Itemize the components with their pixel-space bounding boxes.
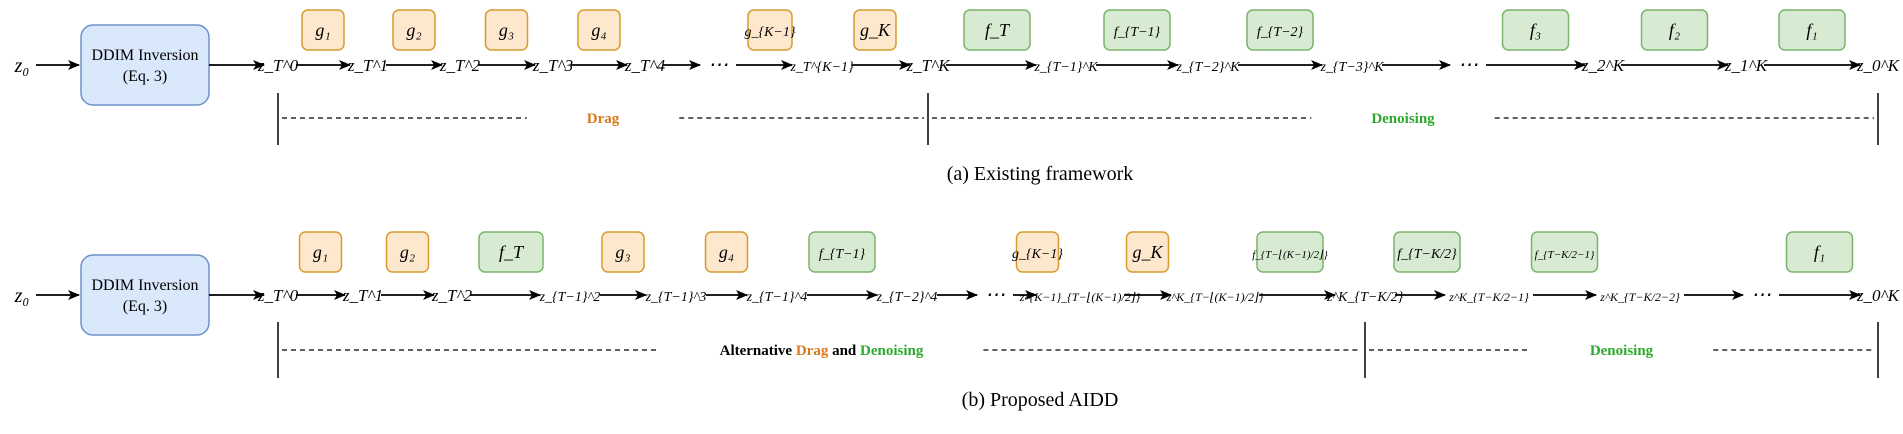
panel-a-denoise-op-label: f₂ — [1669, 20, 1680, 40]
panel-b-latent-node: z_T^1 — [342, 286, 383, 305]
panel-b-drag-op-box — [1015, 231, 1060, 273]
panel-b-latent-node: z^K_{T−⌊(K−1)/2⌋} — [1166, 290, 1264, 304]
panel-b-latent-node: z^K_{T−K/2} — [1326, 290, 1404, 305]
panel-a-denoise-op-label: f_T — [985, 20, 1011, 40]
panel-a-drag-op-label: g_{K−1} — [745, 25, 796, 40]
panel-b-drag-op-box — [298, 231, 343, 273]
panel-b-ddim-eq-ref: (Eq. 3) — [123, 298, 167, 315]
panel-b-segment-label: Denoising — [1590, 343, 1654, 359]
panel-a-drag-op-box — [853, 9, 897, 51]
panel-a-latent-node: z_{T−3}^K — [1319, 60, 1384, 75]
panel-b-drag-op-label: g₂ — [400, 242, 415, 262]
panel-b-denoise-op-label: f_{T−K/2−1} — [1535, 249, 1595, 261]
panel-a-latent-node: z_{T−1}^K — [1033, 60, 1098, 75]
panel-b-denoise-op-box — [1256, 231, 1324, 273]
panel-a-denoise-op-label: f_{T−2} — [1257, 25, 1304, 40]
panel-a-drag-op-box — [392, 9, 436, 51]
panel-b-caption: (b) Proposed AIDD — [962, 389, 1119, 411]
panel-a-ellipsis-node: ⋯ — [708, 54, 728, 76]
panel-b-denoise-op-box — [808, 231, 876, 273]
panel-b-latent-node: z^K_{T−K/2−1} — [1448, 290, 1529, 304]
panel-b-denoise-op-box — [1530, 231, 1599, 273]
panel-b-ddim-title: DDIM Inversion — [91, 277, 198, 294]
panel-existing-framework: z₀ DDIM Inversion (Eq. 3) z_T^0 z_T^1 z_T^2 z_… — [14, 9, 1901, 185]
panel-b-drag-op-box — [601, 231, 645, 273]
panel-a-segment-label: Drag — [587, 111, 620, 127]
panel-b-latent-node: z_T^2 — [431, 286, 473, 305]
panel-b-ellipsis-node: ⋯ — [1751, 284, 1771, 306]
panel-b-drag-op-label: g_{K−1} — [1012, 247, 1063, 262]
panel-b-drag-op-box — [704, 231, 749, 273]
panel-b-latent-node: z_{T−2}^4 — [876, 290, 938, 305]
panel-b-latent-node: z^K_{T−K/2−2} — [1599, 290, 1680, 304]
panel-b-denoise-op-label: f_T — [499, 242, 525, 262]
panel-a-denoise-op-label: f₃ — [1530, 20, 1541, 40]
panel-b-drag-op-label: g_K — [1132, 242, 1163, 262]
panel-a-latent-node: z_0^K — [1856, 56, 1901, 75]
panel-a-latent-node: z_T^{K−1} — [789, 60, 854, 75]
panel-a-latent-node: z_T^3 — [532, 56, 573, 75]
panel-b-drag-op-label: g₃ — [615, 242, 630, 262]
panel-b-ellipsis-node: ⋯ — [985, 284, 1005, 306]
panel-a-drag-op-box — [747, 9, 793, 51]
panel-a-drag-op-label: g_K — [860, 20, 891, 40]
panel-b-denoise-op-box — [1393, 231, 1461, 273]
panel-b-latent-node: z_T^0 — [257, 286, 299, 305]
panel-a-drag-op-box — [484, 9, 529, 51]
panel-b-denoise-op-label: f_{T−1} — [819, 247, 866, 262]
panel-a-denoise-op-box — [1640, 9, 1709, 51]
panel-a-latent-node: z_T^0 — [257, 56, 299, 75]
panel-b-latent-node: z_{T−1}^4 — [746, 290, 808, 305]
panel-b-input-label: z₀ — [14, 285, 30, 307]
panel-b-latent-node: z_{T−1}^3 — [645, 290, 707, 305]
panel-b-denoise-op-label: f₁ — [1814, 242, 1825, 262]
panel-a-drag-op-label: g₃ — [499, 20, 514, 40]
panel-a-ddim-title: DDIM Inversion — [91, 47, 198, 64]
panel-a-latent-node: z_T^2 — [439, 56, 481, 75]
panel-a-caption: (a) Existing framework — [947, 163, 1134, 185]
panel-b-ddim-inversion-box — [80, 254, 210, 336]
panel-b-drag-op-box — [385, 231, 430, 273]
panel-b-segment-label: Alternative Drag and Denoising — [720, 343, 924, 359]
panel-a-denoise-op-box — [1501, 9, 1570, 51]
panel-a-denoise-op-label: f₁ — [1806, 20, 1817, 40]
panel-a-latent-node: z_T^4 — [624, 56, 666, 75]
panel-a-drag-op-label: g₁ — [315, 20, 330, 40]
panel-a-latent-node: z_T^1 — [347, 56, 388, 75]
panel-a-drag-op-label: g₄ — [591, 20, 606, 40]
panel-a-ddim-inversion-box — [80, 24, 210, 106]
panel-b-denoise-op-label: f_{T−K/2} — [1397, 247, 1457, 262]
panel-a-drag-op-box — [577, 9, 621, 51]
panel-b-denoise-op-box — [1785, 231, 1854, 273]
panel-a-latent-node: z_T^K — [905, 56, 951, 75]
panel-b-denoise-op-label: f_{T−⌊(K−1)/2⌋} — [1252, 249, 1328, 261]
panel-a-latent-node: z_1^K — [1724, 56, 1769, 75]
panel-proposed-aidd: z₀ DDIM Inversion (Eq. 3) z_T^0 z_T^1 z_T^2 z_… — [14, 231, 1901, 411]
panel-a-ellipsis-node: ⋯ — [1458, 54, 1478, 76]
panel-a-denoise-op-label: f_{T−1} — [1114, 25, 1161, 40]
panel-a-denoise-op-box — [1246, 9, 1314, 51]
panel-a-drag-op-box — [301, 9, 345, 51]
panel-a-segment-label: Denoising — [1371, 111, 1435, 127]
panel-b-latent-node: z_0^K — [1856, 286, 1901, 305]
panel-a-latent-node: z_2^K — [1581, 56, 1626, 75]
panel-a-latent-node: z_{T−2}^K — [1175, 60, 1240, 75]
panel-b-latent-node: z_{T−1}^2 — [539, 290, 601, 305]
panel-a-denoise-op-box — [1778, 9, 1846, 51]
panel-b-drag-op-box — [1125, 231, 1170, 273]
panel-b-denoise-op-box — [478, 231, 544, 273]
panel-a-ddim-eq-ref: (Eq. 3) — [123, 68, 167, 85]
panel-b-drag-op-label: g₁ — [313, 242, 328, 262]
panel-a-denoise-op-box — [1103, 9, 1171, 51]
panel-a-input-label: z₀ — [14, 55, 30, 77]
panel-a-drag-op-label: g₂ — [406, 20, 421, 40]
panel-b-drag-op-label: g₄ — [719, 242, 734, 262]
panel-a-denoise-op-box — [963, 9, 1031, 51]
panel-b-latent-node: z^{K−1}_{T−⌊(K−1)/2⌋} — [1019, 290, 1141, 304]
